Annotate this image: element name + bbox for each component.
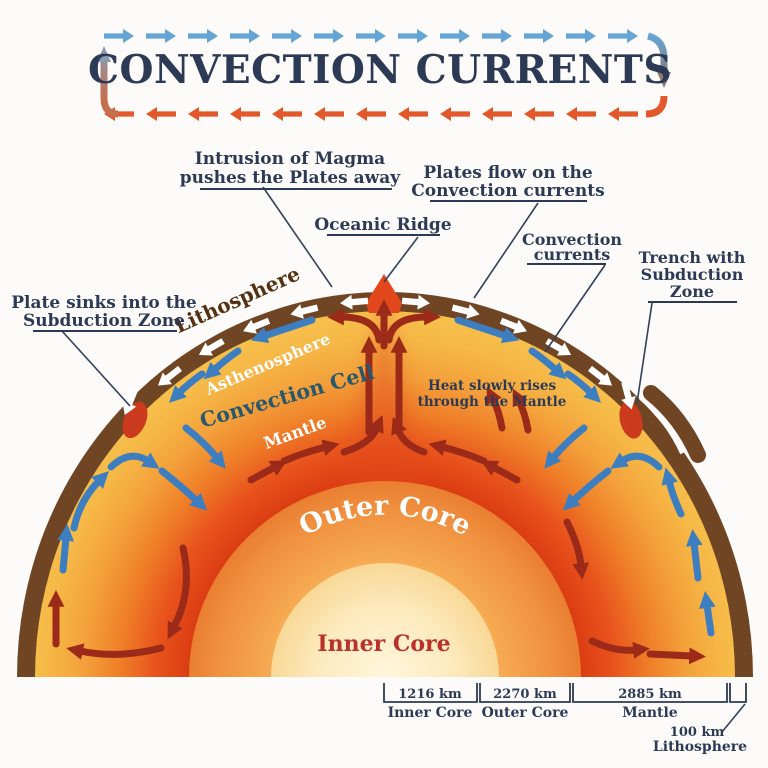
overriding-plate-flap bbox=[643, 385, 706, 463]
plate-sinks-label: Subduction Zone bbox=[23, 311, 185, 331]
inner-core-label: Inner Core bbox=[317, 631, 450, 657]
inner-core-layer bbox=[271, 563, 499, 677]
blue-flow-arrow bbox=[562, 467, 612, 511]
red-flow-arrow bbox=[588, 637, 650, 659]
callouts: Intrusion of Magma pushes the Plates awa… bbox=[11, 149, 746, 407]
trench-gap bbox=[639, 394, 686, 455]
title-block: CONVECTION CURRENTS bbox=[88, 29, 672, 121]
convection-current-arrows-blue bbox=[57, 316, 716, 637]
trench-label: Zone bbox=[670, 282, 714, 301]
title-loop-arrow-up-icon bbox=[97, 46, 119, 118]
red-flow-arrow bbox=[646, 647, 706, 665]
plate-sinks-label: Plate sinks into the bbox=[11, 293, 197, 313]
plates-flow-label: Plates flow on the bbox=[423, 163, 592, 183]
title-arrow-row-orange bbox=[104, 107, 638, 121]
red-flow-arrow bbox=[327, 308, 383, 344]
oceanic-ridge-peak bbox=[366, 274, 402, 313]
depth-scale: 1216 km Inner Core 2270 km Outer Core 28… bbox=[383, 683, 747, 755]
intrusion-label: pushes the Plates away bbox=[180, 168, 402, 188]
leader-line bbox=[61, 330, 131, 407]
scale-layer: Mantle bbox=[622, 705, 678, 721]
blue-flow-arrow bbox=[699, 591, 716, 637]
red-flow-arrow bbox=[340, 415, 384, 456]
red-flow-arrow bbox=[167, 544, 190, 640]
blue-flow-arrow bbox=[528, 347, 567, 380]
blue-flow-arrow bbox=[564, 370, 601, 403]
red-flow-arrow bbox=[280, 439, 340, 465]
blue-flow-arrow bbox=[169, 370, 206, 403]
scale-distance: 100 km bbox=[670, 725, 725, 740]
scale-bracket-lithosphere bbox=[729, 683, 747, 703]
leader-line bbox=[636, 302, 653, 404]
plates-flow-label: Convection currents bbox=[411, 181, 604, 201]
earth-cross-section bbox=[17, 274, 753, 677]
leader-line bbox=[544, 264, 606, 353]
convection-currents-label: Convection bbox=[522, 230, 622, 249]
scale-layer: Lithosphere bbox=[653, 739, 747, 755]
red-flow-arrow bbox=[486, 386, 506, 432]
blue-flow-arrow bbox=[70, 471, 109, 532]
red-flow-arrow bbox=[563, 518, 590, 580]
blue-flow-arrow bbox=[107, 452, 160, 471]
right-subduction-trench bbox=[619, 401, 643, 439]
trench-label: Trench with bbox=[639, 248, 746, 267]
blue-flow-arrow bbox=[685, 529, 703, 582]
convection-currents-label: currents bbox=[534, 245, 610, 264]
scale-distance: 2270 km bbox=[493, 687, 557, 702]
red-flow-arrow bbox=[247, 460, 288, 484]
red-flow-arrow bbox=[66, 643, 165, 660]
blue-flow-arrow bbox=[544, 424, 588, 469]
blue-flow-arrow bbox=[158, 467, 208, 511]
scale-bracket-inner-core bbox=[383, 683, 478, 703]
blue-flow-arrow bbox=[250, 316, 316, 344]
scale-layer: Outer Core bbox=[482, 705, 569, 721]
scale-bracket-outer-core bbox=[479, 683, 571, 703]
scale-layer: Inner Core bbox=[388, 705, 473, 721]
oceanic-ridge-label: Oceanic Ridge bbox=[314, 215, 451, 235]
page-title: CONVECTION CURRENTS bbox=[88, 47, 672, 93]
leader-line bbox=[721, 703, 746, 733]
intrusion-label: Intrusion of Magma bbox=[195, 149, 385, 169]
heat-rises-label: through the Mantle bbox=[418, 394, 567, 410]
scale-distance: 2885 km bbox=[618, 687, 682, 702]
red-flow-arrow bbox=[391, 417, 428, 456]
scale-bracket-mantle bbox=[572, 683, 728, 703]
title-arrow-row-blue bbox=[104, 29, 638, 43]
blue-flow-arrow bbox=[661, 467, 685, 518]
title-loop-arrow-down-icon bbox=[645, 32, 671, 118]
blue-flow-arrow bbox=[203, 347, 242, 380]
red-flow-arrow bbox=[480, 460, 521, 484]
scale-distance: 1216 km bbox=[398, 687, 462, 702]
blue-flow-arrow bbox=[182, 424, 226, 469]
blue-flow-arrow bbox=[454, 316, 520, 344]
red-flow-arrow bbox=[428, 439, 488, 465]
red-flow-arrow bbox=[385, 308, 441, 344]
heat-rises-label: Heat slowly rises bbox=[428, 378, 556, 394]
trench-label: Subduction bbox=[641, 265, 744, 284]
leader-line bbox=[473, 202, 539, 299]
magma-column-glow bbox=[334, 294, 434, 545]
red-flow-arrow bbox=[512, 388, 532, 434]
deep-mantle-arrows-red bbox=[47, 299, 706, 665]
leader-line bbox=[262, 186, 333, 288]
leader-line bbox=[383, 236, 419, 283]
blue-flow-arrow bbox=[610, 452, 663, 471]
blue-flow-arrow bbox=[57, 524, 75, 574]
